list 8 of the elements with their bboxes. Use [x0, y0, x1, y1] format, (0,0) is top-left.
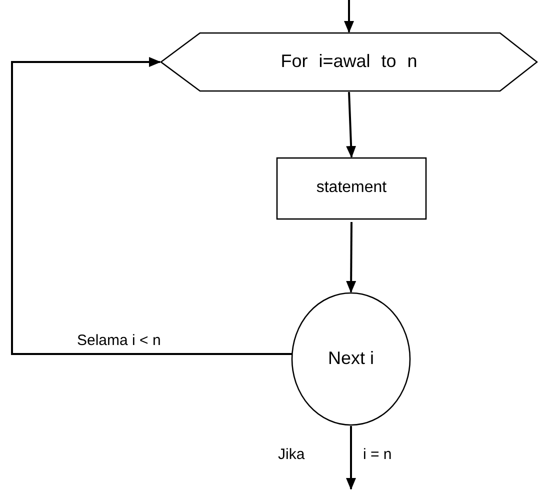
node-text: statement	[316, 178, 387, 198]
arrow	[11, 57, 292, 355]
node-text: For i=awal to n	[280, 50, 418, 74]
arrow	[346, 222, 356, 293]
arrow	[346, 92, 356, 158]
node-text: Next i	[328, 347, 374, 370]
arrow	[344, 0, 354, 33]
arrow	[346, 426, 356, 490]
